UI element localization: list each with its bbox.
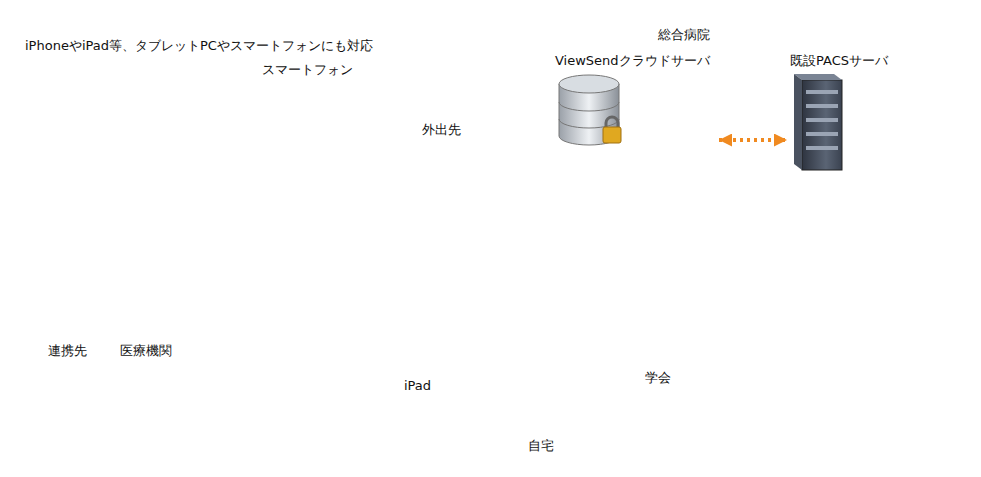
text-label: iPhoneやiPad等、タブレットPCやスマートフォンにも対応 — [25, 38, 373, 54]
cloud-server-icon — [555, 72, 627, 150]
laptop-icon — [722, 272, 888, 408]
lock-icon — [599, 281, 629, 315]
monitor-icon — [150, 195, 236, 269]
server-node: ViewSendクラウドサーバ — [555, 53, 716, 154]
text-label: 自宅 — [528, 438, 554, 454]
text-label: スマートフォン — [262, 62, 353, 78]
doctor-icon — [203, 298, 247, 354]
text-label: 外出先 — [422, 122, 461, 138]
node-label: ViewSendクラウドサーバ — [555, 53, 716, 69]
sync-arrow — [719, 138, 787, 142]
doctor-icon — [353, 108, 397, 164]
node-label: 既設PACSサーバ — [790, 53, 895, 69]
network-lines — [238, 124, 630, 396]
xray-thumbnail — [612, 176, 656, 214]
ct-thumbnail — [668, 176, 712, 214]
region-heading: 総合病院 — [658, 27, 710, 43]
text-label: 医療機関 — [120, 343, 172, 359]
pacs-server-icon — [790, 72, 846, 172]
lock-icon — [481, 353, 511, 387]
lock-icon — [256, 197, 286, 231]
home-user-icon — [516, 343, 567, 415]
histology-thumbnail — [780, 176, 828, 214]
text-label: 学会 — [645, 370, 671, 386]
lock-icon — [259, 135, 289, 169]
operator-icon — [668, 74, 743, 130]
ipad-icon — [400, 400, 512, 468]
hospital-building — [596, 1, 640, 46]
smartphone-icon — [240, 80, 322, 124]
pc-tower — [116, 200, 138, 268]
hospital-region: 総合病院ViewSendクラウドサーバ 既設PACSサーバ — [507, 40, 963, 236]
cloud — [385, 233, 518, 307]
lock-icon — [542, 151, 572, 185]
server-node: 既設PACSサーバ — [790, 53, 895, 176]
endoscopy-thumbnail — [724, 176, 768, 214]
hospital-building — [28, 258, 106, 334]
attendee-icon — [642, 301, 688, 366]
text-label: iPad — [404, 378, 431, 394]
text-label: 連携先 — [48, 343, 87, 359]
